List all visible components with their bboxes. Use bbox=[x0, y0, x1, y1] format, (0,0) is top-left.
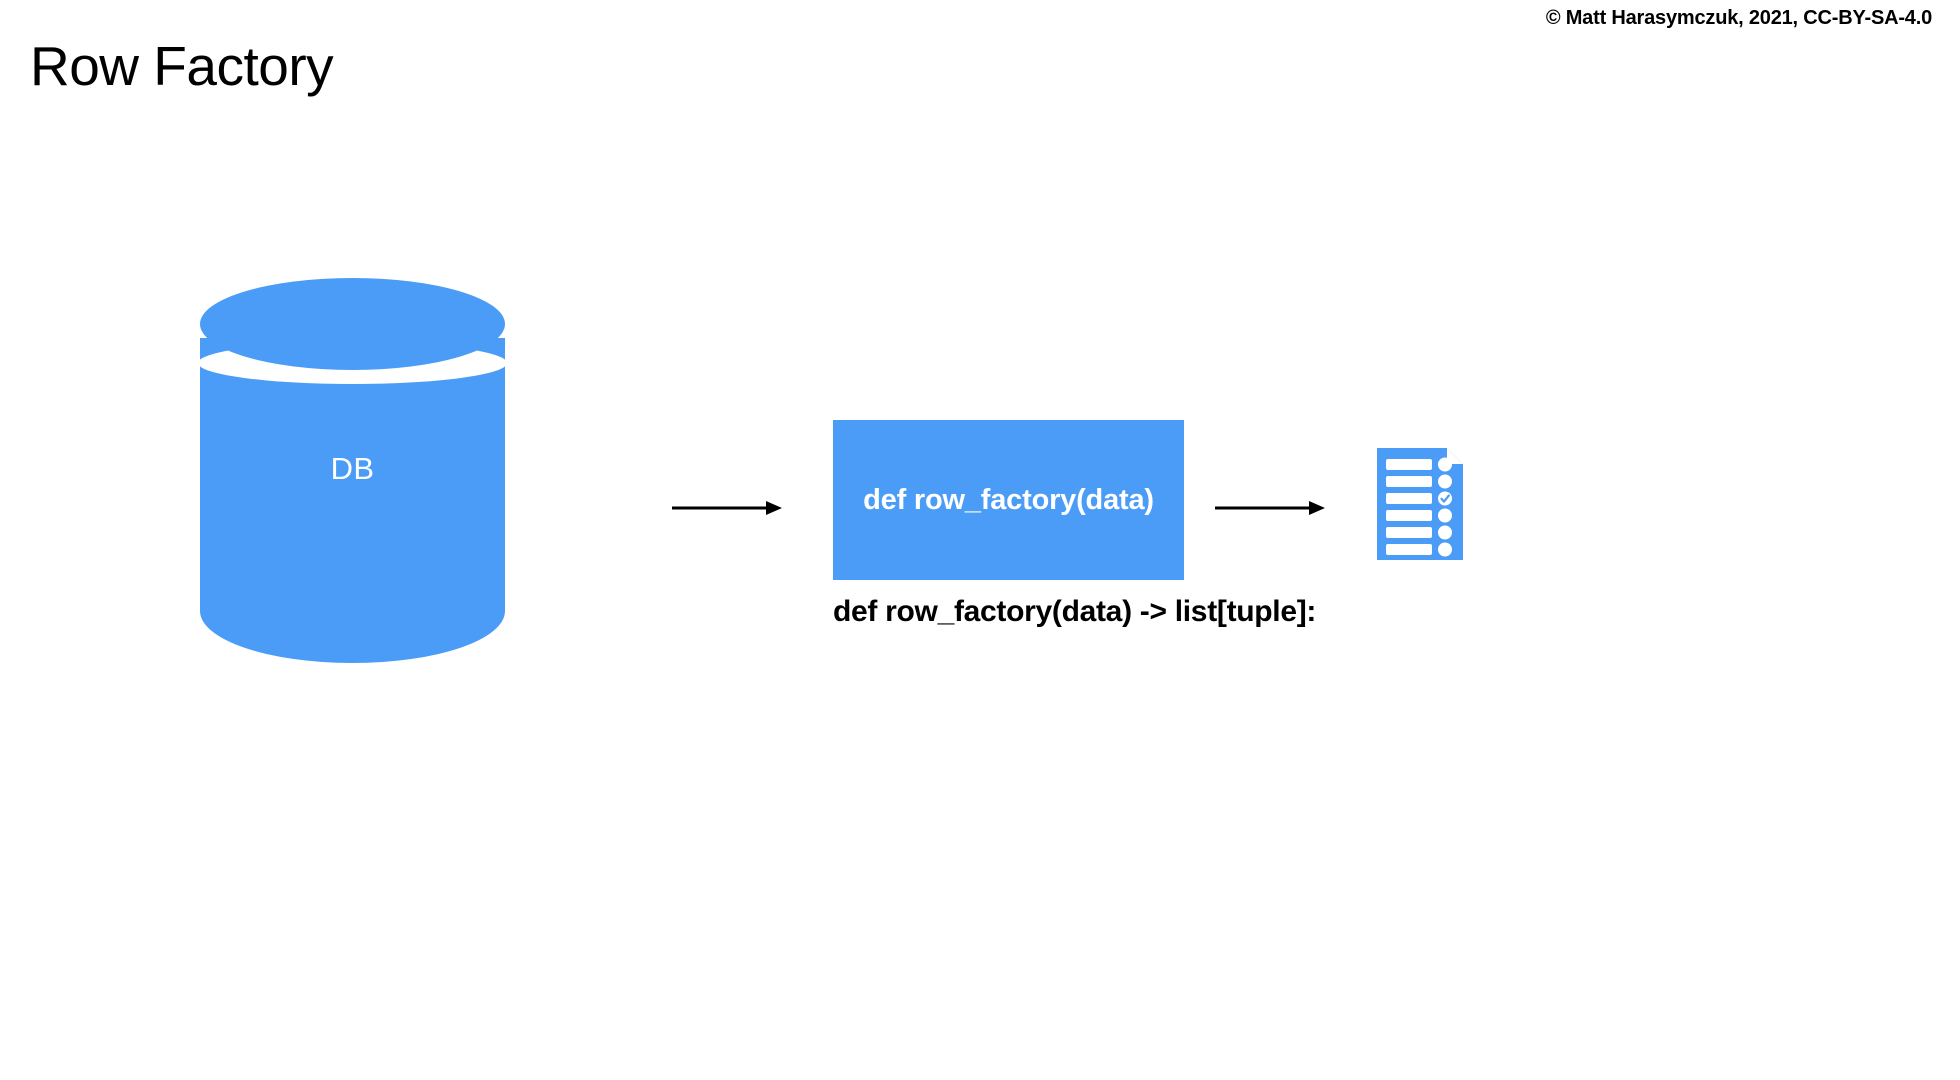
arrow-db-to-function bbox=[672, 498, 782, 518]
checklist-document-icon bbox=[1377, 448, 1463, 560]
function-box: def row_factory(data) bbox=[833, 420, 1184, 580]
result-document bbox=[1377, 448, 1463, 560]
page-title: Row Factory bbox=[30, 35, 334, 97]
cylinder-top-ellipse bbox=[200, 278, 505, 370]
arrow-right-icon bbox=[672, 501, 782, 515]
arrow-right-icon bbox=[1215, 501, 1325, 515]
database-cylinder: DB bbox=[198, 278, 507, 663]
database-label: DB bbox=[330, 451, 375, 486]
arrow-function-to-result bbox=[1215, 498, 1325, 518]
cylinder-body bbox=[200, 338, 505, 663]
function-box-label: def row_factory(data) bbox=[863, 483, 1154, 516]
copyright-notice: © Matt Harasymczuk, 2021, CC-BY-SA-4.0 bbox=[1545, 7, 1932, 29]
function-signature-caption: def row_factory(data) -> list[tuple]: bbox=[833, 595, 1317, 628]
